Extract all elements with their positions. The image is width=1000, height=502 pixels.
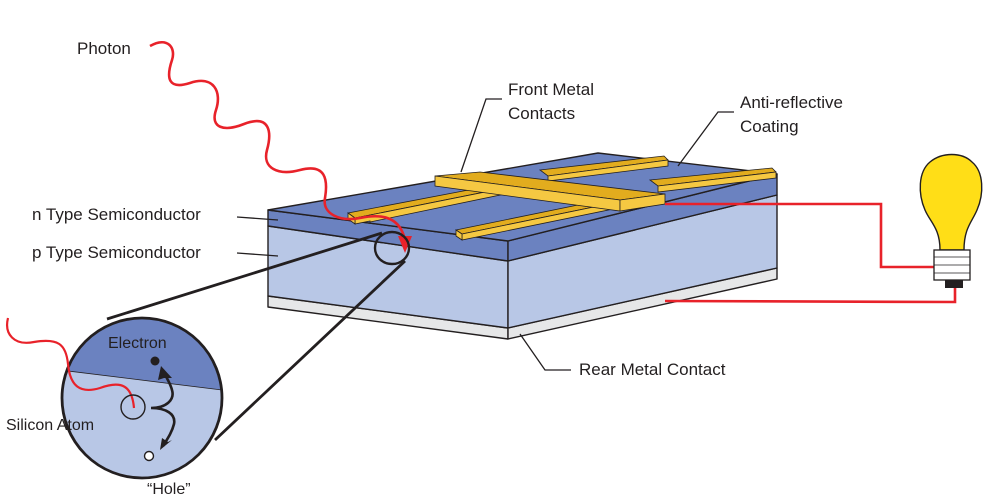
- label-anti-reflective-2: Coating: [740, 117, 799, 136]
- wire-rear-contact: [664, 287, 957, 304]
- leader-n-type: [236, 216, 279, 221]
- label-front-metal-contacts-2: Contacts: [508, 104, 575, 123]
- solar-cell-slab: [267, 152, 778, 340]
- label-hole: “Hole”: [147, 481, 191, 498]
- electron-dot: [150, 356, 160, 366]
- lightbulb-icon: [919, 153, 983, 288]
- leader-front-metal-contacts: [460, 98, 502, 173]
- contact-finger-end: [455, 229, 463, 241]
- label-photon: Photon: [77, 39, 131, 58]
- label-p-type-semiconductor: p Type Semiconductor: [32, 243, 201, 262]
- arrow-head-down: [160, 438, 172, 450]
- label-electron: Electron: [108, 335, 167, 352]
- label-n-type-semiconductor: n Type Semiconductor: [32, 205, 201, 224]
- magnified-circle-outline: [60, 316, 224, 480]
- hole-dot: [143, 450, 155, 462]
- magnified-n-layer: [62, 318, 222, 391]
- arrow-head-up: [158, 366, 172, 380]
- photon-wave-small: [6, 317, 136, 409]
- external-circuit: [664, 153, 983, 304]
- bulb-contact-tip: [945, 280, 963, 288]
- label-rear-metal-contact: Rear Metal Contact: [579, 360, 726, 379]
- photon-arrow-head: [398, 236, 412, 253]
- magnify-target-circle: [373, 230, 411, 266]
- leader-p-type: [236, 252, 279, 257]
- label-front-metal-contacts-1: Front Metal: [508, 80, 594, 99]
- label-silicon-atom: Silicon Atom: [6, 417, 94, 434]
- magnified-view: [6, 230, 411, 480]
- photon-wave: [149, 40, 407, 241]
- leader-anti-reflective: [677, 111, 734, 167]
- contact-finger-side: [547, 159, 669, 182]
- bulb-glass: [919, 153, 983, 251]
- wire-front-contact: [665, 202, 935, 269]
- contact-finger-side: [657, 171, 777, 193]
- front-metal-contacts: [347, 155, 777, 241]
- label-anti-reflective-1: Anti-reflective: [740, 93, 843, 112]
- silicon-atom: [120, 394, 146, 420]
- leader-rear-metal-contact: [519, 333, 571, 371]
